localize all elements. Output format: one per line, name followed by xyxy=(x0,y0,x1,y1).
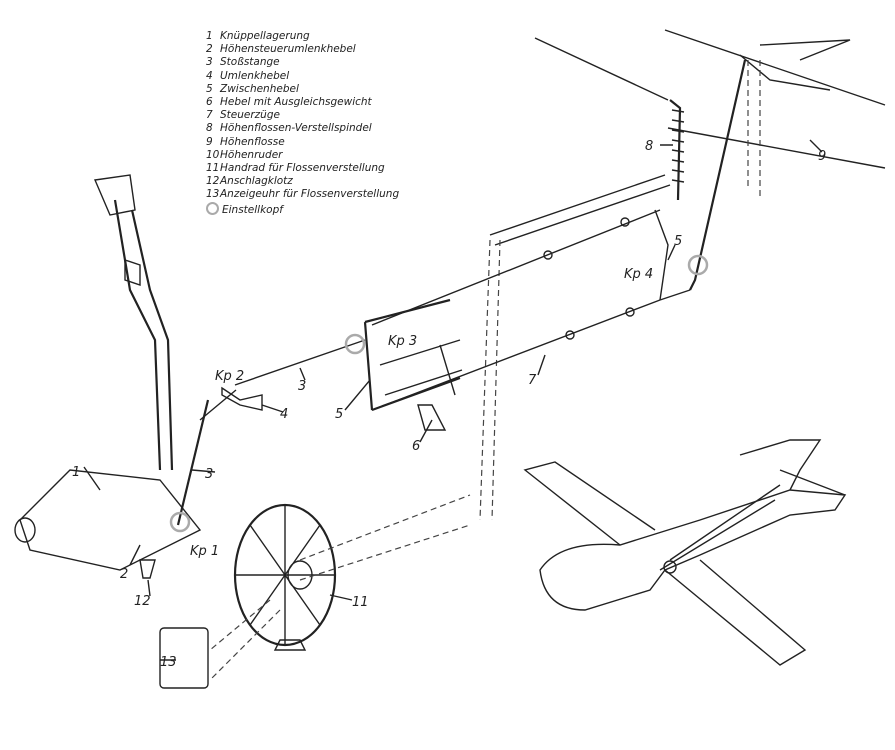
trim-cable xyxy=(489,174,671,246)
callout-13: 13 xyxy=(160,655,177,670)
legend-item: 7 Steuerzüge xyxy=(206,109,399,122)
legend-item: 4 Umlenkhebel xyxy=(206,70,399,83)
legend-item: Einstellkopf xyxy=(206,201,399,217)
trim-indicator xyxy=(159,627,209,689)
bellcrank xyxy=(221,386,263,411)
legend-item: 9 Höhenflosse xyxy=(206,136,399,149)
stick-base xyxy=(14,469,202,579)
legend-text: Steuerzüge xyxy=(220,109,280,122)
legend-num: 5 xyxy=(206,82,213,95)
legend-item: 11Handrad für Flossenverstellung xyxy=(206,162,399,175)
legend-text: Einstellkopf xyxy=(222,203,283,216)
legend-item: 8 Höhenflossen-Verstellspindel xyxy=(206,122,399,135)
legend-text: Hebel mit Ausgleichsgewicht xyxy=(220,96,372,109)
legend-num: 4 xyxy=(206,69,213,82)
aircraft-outline xyxy=(523,439,847,666)
callout-kp4: Kp 4 xyxy=(624,267,653,282)
callout-5: 5 xyxy=(674,234,682,249)
legend-num: 1 xyxy=(206,30,213,42)
legend: 1 Knüppellagerung 2 Höhensteuerumlenkhebel… xyxy=(206,30,399,217)
callout-2: 2 xyxy=(120,567,128,582)
legend-text: Höhensteuerumlenkhebel xyxy=(220,43,356,56)
callout-7: 7 xyxy=(528,373,537,388)
callout-kp3: Kp 3 xyxy=(388,334,417,349)
adjustment-head-ring xyxy=(687,254,709,276)
callout-4: 4 xyxy=(280,407,288,422)
callout-3: 3 xyxy=(205,467,213,482)
legend-num: 6 xyxy=(206,96,213,109)
trim-spindle xyxy=(669,99,685,201)
trim-handwheel xyxy=(209,494,471,681)
callout-11: 11 xyxy=(352,595,369,610)
legend-text: Anzeigeuhr für Flossenverstellung xyxy=(220,188,400,201)
legend-text: Höhenruder xyxy=(220,148,283,161)
legend-num: 9 xyxy=(206,135,213,148)
legend-num: 12 xyxy=(206,175,220,188)
legend-text: Knüppellagerung xyxy=(220,30,310,42)
pushrod xyxy=(176,399,210,526)
adjustment-head-ring xyxy=(169,511,191,533)
callout-8: 8 xyxy=(645,139,653,154)
callout-kp1: Kp 1 xyxy=(190,544,219,559)
callout-6: 6 xyxy=(412,439,420,454)
horizontal-stabilizer xyxy=(534,29,886,169)
legend-item: 2 Höhensteuerumlenkhebel xyxy=(206,43,399,56)
callout-5: 5 xyxy=(335,407,343,422)
legend-num: 3 xyxy=(206,56,213,69)
callout-kp2: Kp 2 xyxy=(215,369,244,384)
legend-num: 8 xyxy=(206,122,213,135)
legend-text: Höhenflosse xyxy=(220,135,285,148)
elevator-rod xyxy=(689,59,747,291)
legend-item: 6 Hebel mit Ausgleichsgewicht xyxy=(206,96,399,109)
legend-item: 3 Stoßstange xyxy=(206,56,399,69)
legend-num: 10 xyxy=(206,148,220,161)
legend-item: 1 Knüppellagerung xyxy=(206,30,399,43)
legend-text: Umlenkhebel xyxy=(220,69,290,82)
legend-item: 13Anzeigeuhr für Flossenverstellung xyxy=(206,188,399,201)
legend-item: 12Anschlagklotz xyxy=(206,175,399,188)
legend-item: 5 Zwischenhebel xyxy=(206,83,399,96)
legend-text: Zwischenhebel xyxy=(220,82,299,95)
legend-text: Stoßstange xyxy=(220,56,280,69)
legend-text: Anschlagklotz xyxy=(220,175,293,188)
legend-num: 11 xyxy=(206,162,220,175)
legend-text: Höhenflossen-Verstellspindel xyxy=(220,122,372,135)
legend-num: 13 xyxy=(206,188,220,201)
adjustment-head-ring xyxy=(344,333,366,355)
legend-item: 10Höhenruder xyxy=(206,149,399,162)
legend-text: Handrad für Flossenverstellung xyxy=(220,162,385,175)
ring-icon xyxy=(206,201,219,215)
legend-num: 7 xyxy=(206,109,213,122)
control-stick xyxy=(93,174,174,471)
callout-12: 12 xyxy=(134,594,151,609)
callout-3: 3 xyxy=(298,379,306,394)
intermediate-levers xyxy=(199,298,463,431)
callout-9: 9 xyxy=(818,149,826,164)
callout-1: 1 xyxy=(72,465,80,480)
legend-num: 2 xyxy=(206,43,213,56)
